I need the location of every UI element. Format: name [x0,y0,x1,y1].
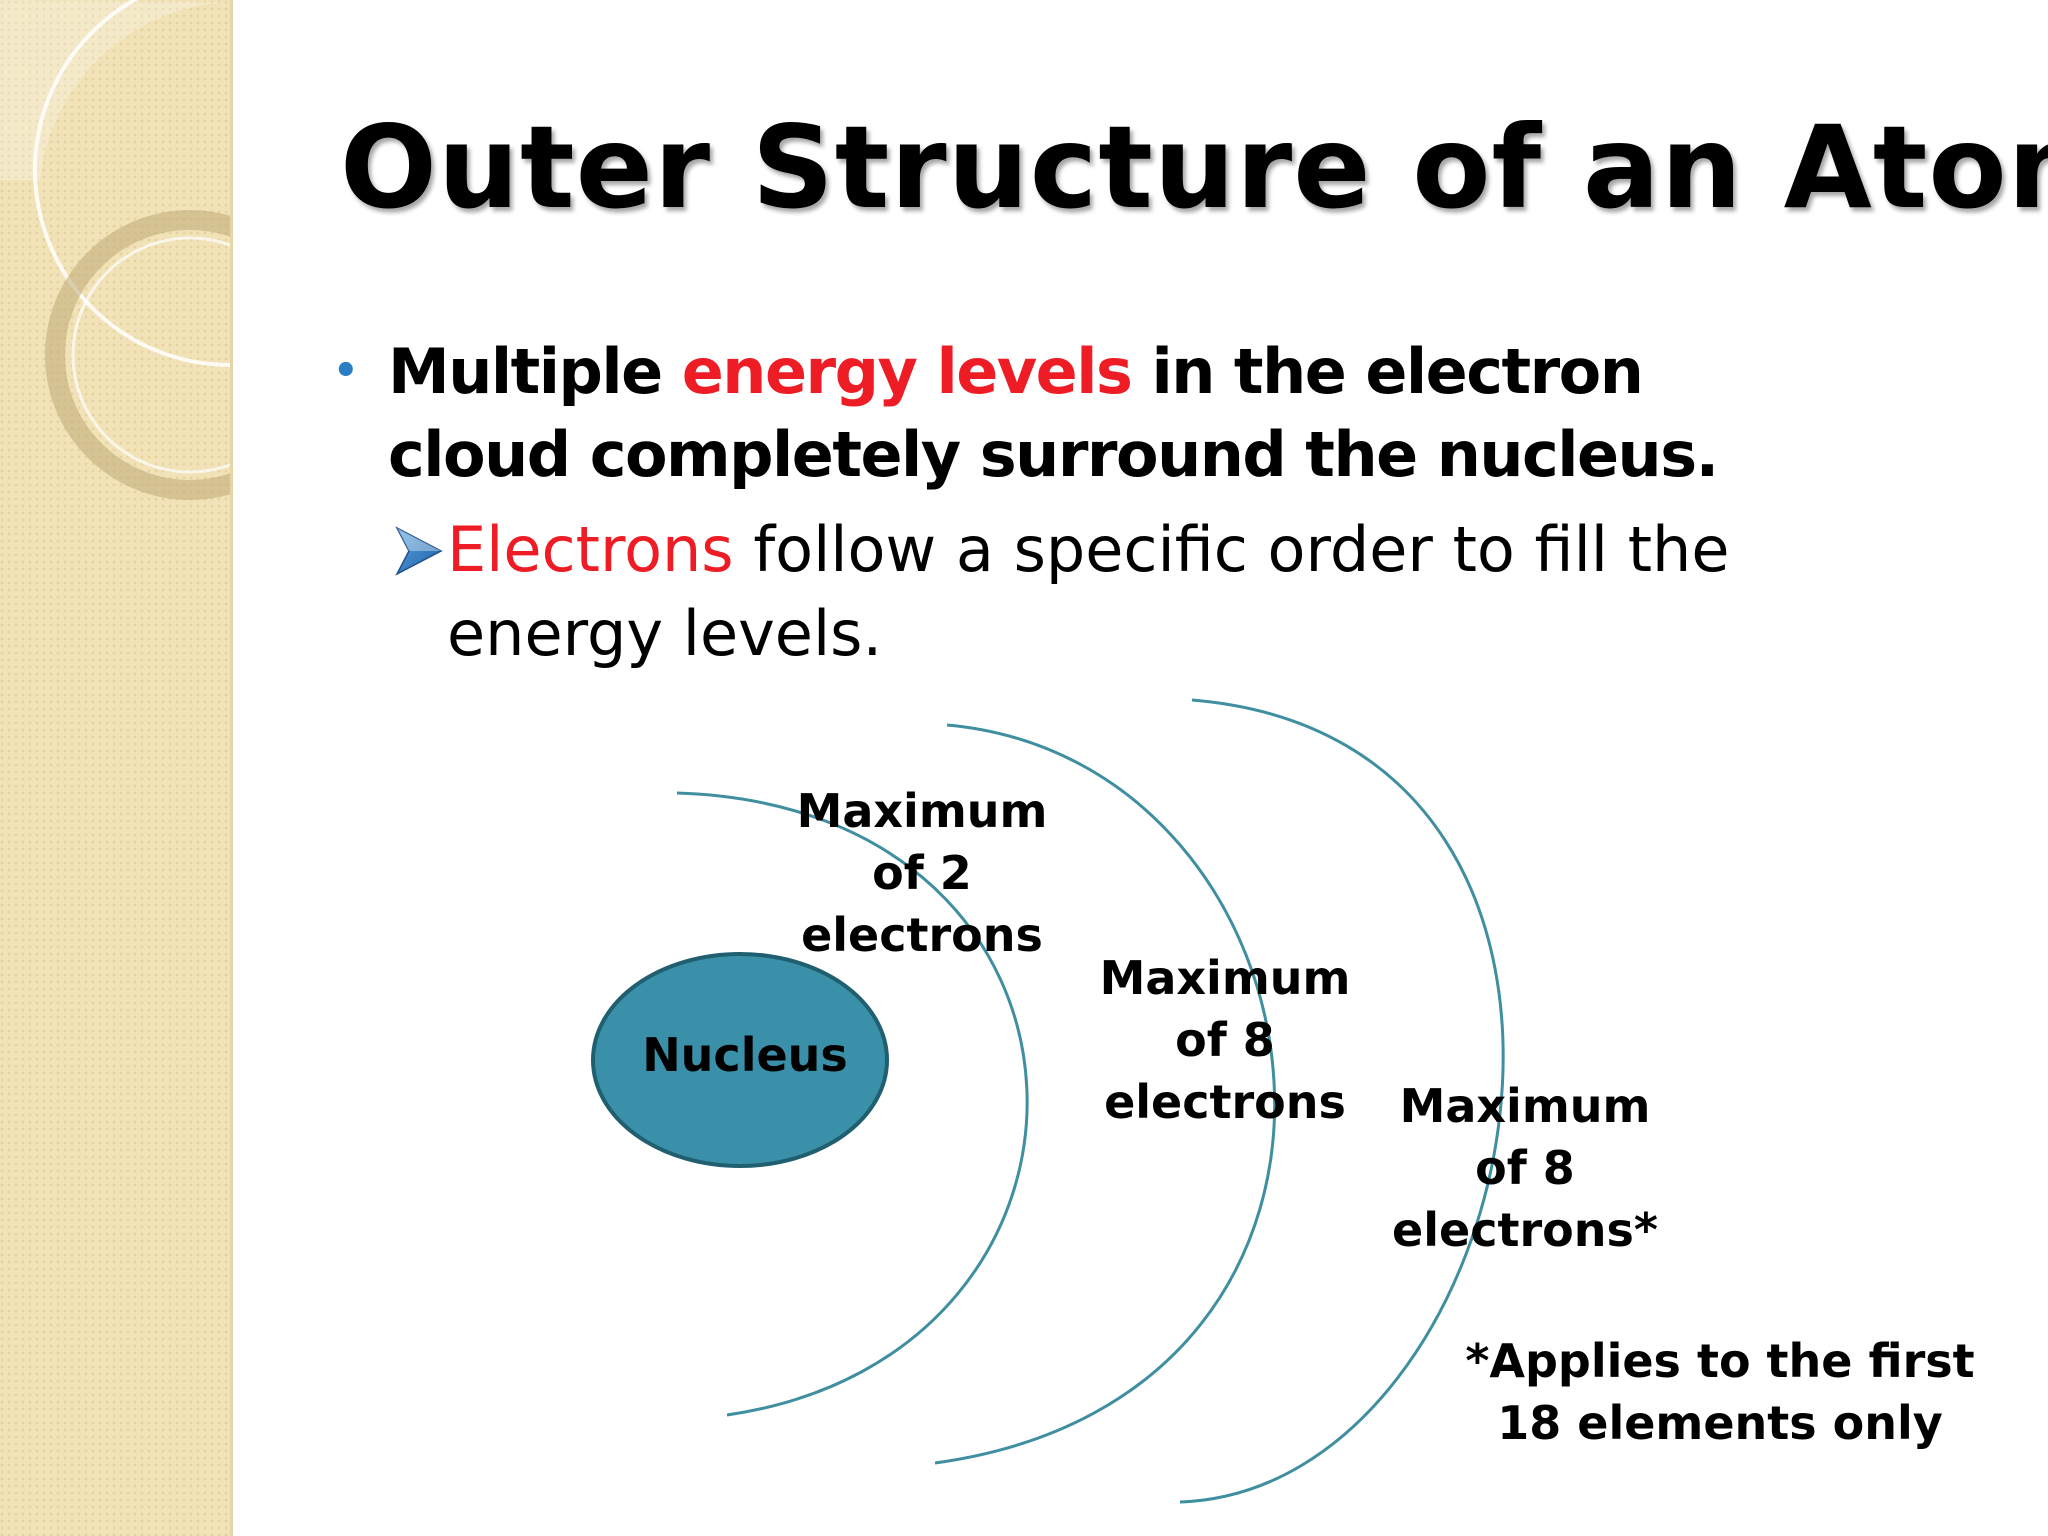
slide-title: Outer Structure of an Atom [340,101,2048,234]
level-3-line2: of 8 [1475,1141,1575,1195]
footnote-line2: 18 elements only [1497,1396,1943,1450]
main-bullet-text: Multiple energy levels in the electron c… [333,330,1833,496]
energy-level-3-arc [1179,698,1505,1504]
sub-bullet-rest: follow a specific order to fill the ener… [447,513,1730,670]
level-2-line2: of 8 [1175,1013,1275,1067]
footnote-line1: *Applies to the first [1465,1334,1975,1388]
level-1-line3: electrons [801,908,1043,962]
nucleus-shape [591,952,889,1168]
level-2-label: Maximum of 8 electrons [1090,947,1360,1133]
sub-bullet: Electrons follow a specific order to fil… [395,508,1895,676]
level-2-line1: Maximum [1099,951,1351,1005]
nucleus-label: Nucleus [642,1028,848,1082]
main-bullet-part2: in the electron cloud completely surroun… [388,335,1719,491]
level-2-line3: electrons [1104,1075,1346,1129]
sub-bullet-text: Electrons follow a specific order to fil… [395,508,1895,676]
level-1-line1: Maximum [796,784,1048,838]
decorative-rings [0,0,230,500]
arrow-bullet-icon [395,526,443,576]
sub-bullet-highlight: Electrons [447,513,734,586]
level-1-line2: of 2 [872,846,972,900]
level-3-label: Maximum of 8 electrons* [1385,1075,1665,1261]
main-bullet-part1: Multiple [388,335,682,408]
main-bullet: • Multiple energy levels in the electron… [333,330,1833,496]
energy-level-2-arc [934,723,1277,1465]
footnote: *Applies to the first 18 elements only [1440,1330,2000,1454]
main-bullet-highlight: energy levels [681,335,1133,408]
level-3-line3: electrons* [1392,1203,1658,1257]
bullet-dot-icon: • [333,348,359,394]
energy-level-1-arc [676,791,1029,1417]
level-1-label: Maximum of 2 electrons [787,780,1057,966]
decorative-side-panel [0,0,233,1536]
level-3-line1: Maximum [1399,1079,1651,1133]
